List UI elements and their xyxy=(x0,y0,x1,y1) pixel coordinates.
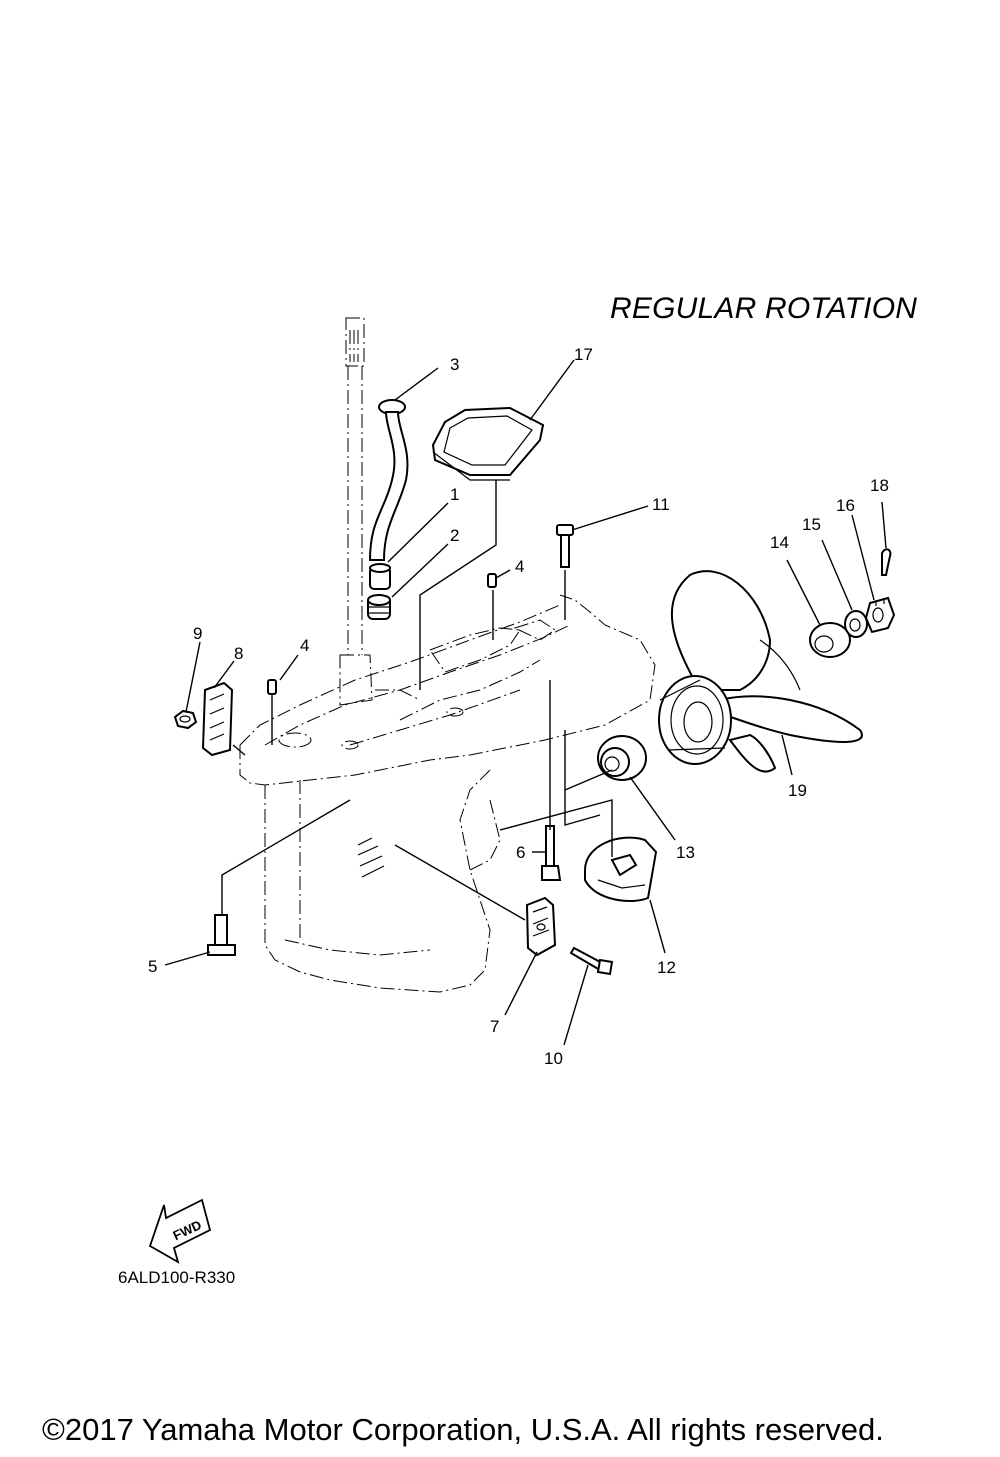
callout-9: 8 xyxy=(234,644,243,663)
callout-4-lower: 4 xyxy=(300,636,309,655)
anode-part-8 xyxy=(525,896,557,957)
seal-part xyxy=(367,594,391,620)
callout-4-upper: 4 xyxy=(515,557,524,576)
grommet-part xyxy=(369,563,391,590)
water-tube-part xyxy=(368,399,409,561)
spacer-part xyxy=(809,622,851,658)
fwd-arrow-icon: FWD xyxy=(148,1198,212,1264)
drive-shaft xyxy=(339,317,373,706)
thrust-washer-part xyxy=(597,735,647,781)
callout-17: 16 xyxy=(836,496,855,515)
copyright-notice: ©2017 Yamaha Motor Corporation, U.S.A. A… xyxy=(42,1412,884,1447)
callout-5: 5 xyxy=(148,957,157,976)
callout-15: 14 xyxy=(770,533,789,552)
lower-unit-housing xyxy=(239,594,656,993)
callout-12: 12 xyxy=(657,958,676,977)
diagram-title: REGULAR ROTATION xyxy=(610,292,918,325)
diagram-code: 6ALD100-R330 xyxy=(118,1268,236,1287)
callout-10: 10 xyxy=(544,1049,563,1068)
callout-7: 17 xyxy=(574,345,593,364)
cotter-pin-part xyxy=(881,548,892,576)
leader-lines xyxy=(164,359,887,1046)
dowel-pin-part xyxy=(267,573,497,695)
bolt-part-6 xyxy=(541,825,562,881)
bolt-part-5 xyxy=(207,914,236,956)
callout-2: 2 xyxy=(450,526,459,545)
callout-8: 7 xyxy=(490,1017,499,1036)
nut-part xyxy=(173,709,198,730)
bolt-part xyxy=(556,524,574,568)
callout-18: 18 xyxy=(870,476,889,495)
callout-3: 3 xyxy=(450,355,459,374)
callout-13: 11 xyxy=(652,495,670,514)
callout-1: 1 xyxy=(450,485,459,504)
gasket-part xyxy=(431,406,545,481)
callout-16: 15 xyxy=(802,515,821,534)
callout-14: 13 xyxy=(676,843,695,862)
washer-part xyxy=(844,610,868,638)
propeller-part xyxy=(658,570,863,773)
trim-tab-part xyxy=(584,836,658,902)
callout-11: 9 xyxy=(193,624,202,643)
callout-labels: 3 17 1 2 4 4 11 9 8 5 6 7 10 12 13 14 15… xyxy=(148,345,889,1068)
anode-part-9 xyxy=(201,681,234,757)
bolt-part-10 xyxy=(569,946,614,976)
castle-nut-part xyxy=(864,596,896,634)
callout-19: 19 xyxy=(788,781,807,800)
callout-6: 6 xyxy=(516,843,525,862)
